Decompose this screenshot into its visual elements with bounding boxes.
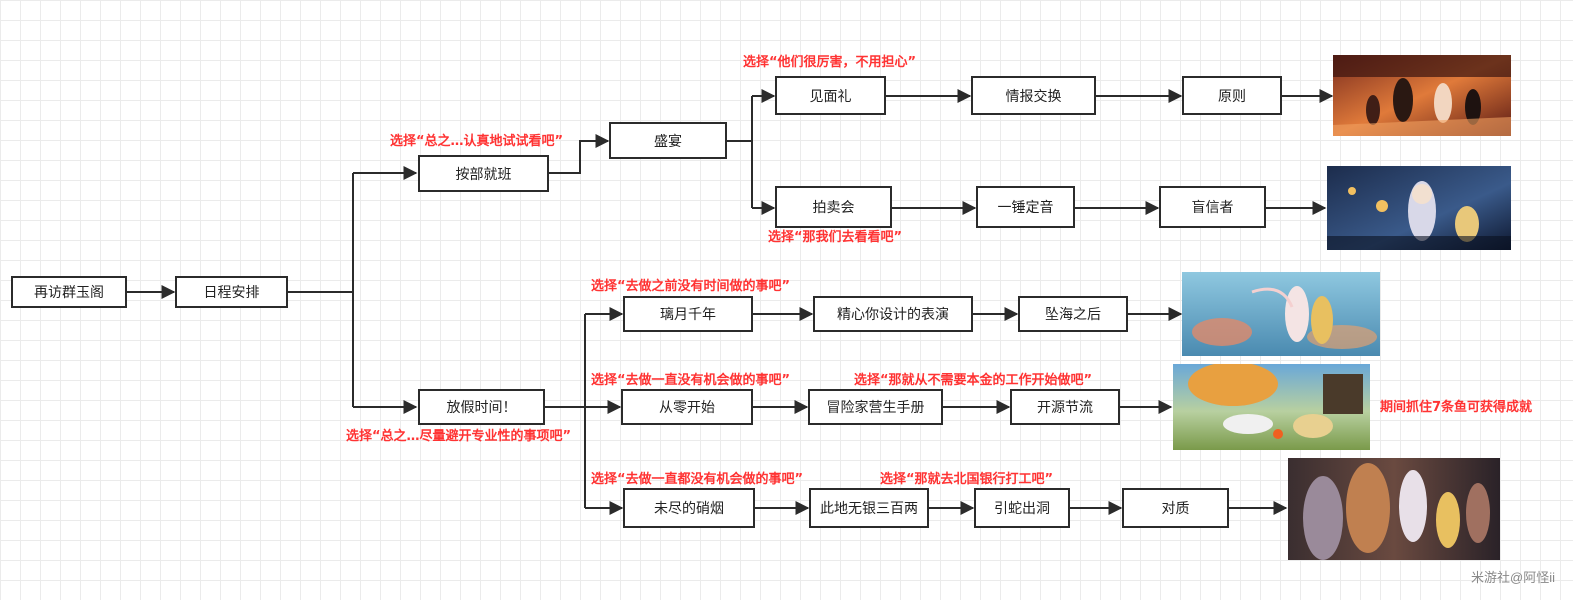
note-fish-achievement: 期间抓住7条鱼可获得成就 (1380, 400, 1533, 415)
watermark: 米游社@阿怪ii (1471, 570, 1555, 585)
node-adventurer-handbook: 冒险家营生手册 (808, 389, 943, 425)
node-revisit: 再访群玉阁 (11, 276, 127, 308)
note-choice-not-worry: 选择“他们很厉害，不用担心” (743, 55, 917, 70)
note-choice-no-time-before: 选择“去做之前没有时间做的事吧” (591, 279, 791, 294)
node-feast: 盛宴 (609, 122, 727, 159)
note-choice-northland-bank: 选择“那就去北国银行打工吧” (880, 472, 1054, 487)
node-auction: 拍卖会 (775, 186, 892, 228)
cutscene-thumbnail (1173, 364, 1370, 450)
cutscene-thumbnail (1182, 272, 1380, 356)
node-no-silver: 此地无银三百两 (809, 488, 929, 528)
node-liyue-millennium: 璃月千年 (623, 296, 753, 332)
node-holiday: 放假时间！ (418, 389, 545, 425)
node-by-the-book: 按部就班 (418, 155, 549, 192)
node-lure-snake: 引蛇出洞 (974, 488, 1070, 528)
node-endless-smoke: 未尽的硝烟 (623, 488, 755, 528)
node-schedule: 日程安排 (175, 276, 288, 308)
node-principle: 原则 (1182, 76, 1282, 115)
note-choice-try-seriously: 选择“总之…认真地试试看吧” (390, 134, 564, 149)
node-open-source: 开源节流 (1010, 389, 1120, 425)
cutscene-thumbnail (1288, 458, 1500, 560)
node-designed-show: 精心你设计的表演 (813, 296, 973, 332)
node-final-bid: 一锤定音 (976, 186, 1075, 228)
node-believer: 盲信者 (1159, 186, 1266, 228)
cutscene-thumbnail (1333, 55, 1511, 136)
node-meeting-gift: 见面礼 (775, 76, 886, 115)
note-choice-never-chance: 选择“去做一直都没有机会做的事吧” (591, 472, 804, 487)
note-choice-no-capital: 选择“那就从不需要本金的工作开始做吧” (854, 373, 1093, 388)
node-confront: 对质 (1122, 488, 1229, 528)
note-choice-no-chance: 选择“去做一直没有机会做的事吧” (591, 373, 791, 388)
note-choice-avoid-professional: 选择“总之…尽量避开专业性的事项吧” (346, 429, 572, 444)
note-choice-go-look: 选择“那我们去看看吧” (768, 230, 903, 245)
node-from-zero: 从零开始 (621, 389, 753, 425)
node-after-sea: 坠海之后 (1018, 296, 1128, 332)
node-info-exchange: 情报交换 (971, 76, 1096, 115)
cutscene-thumbnail (1327, 166, 1511, 250)
